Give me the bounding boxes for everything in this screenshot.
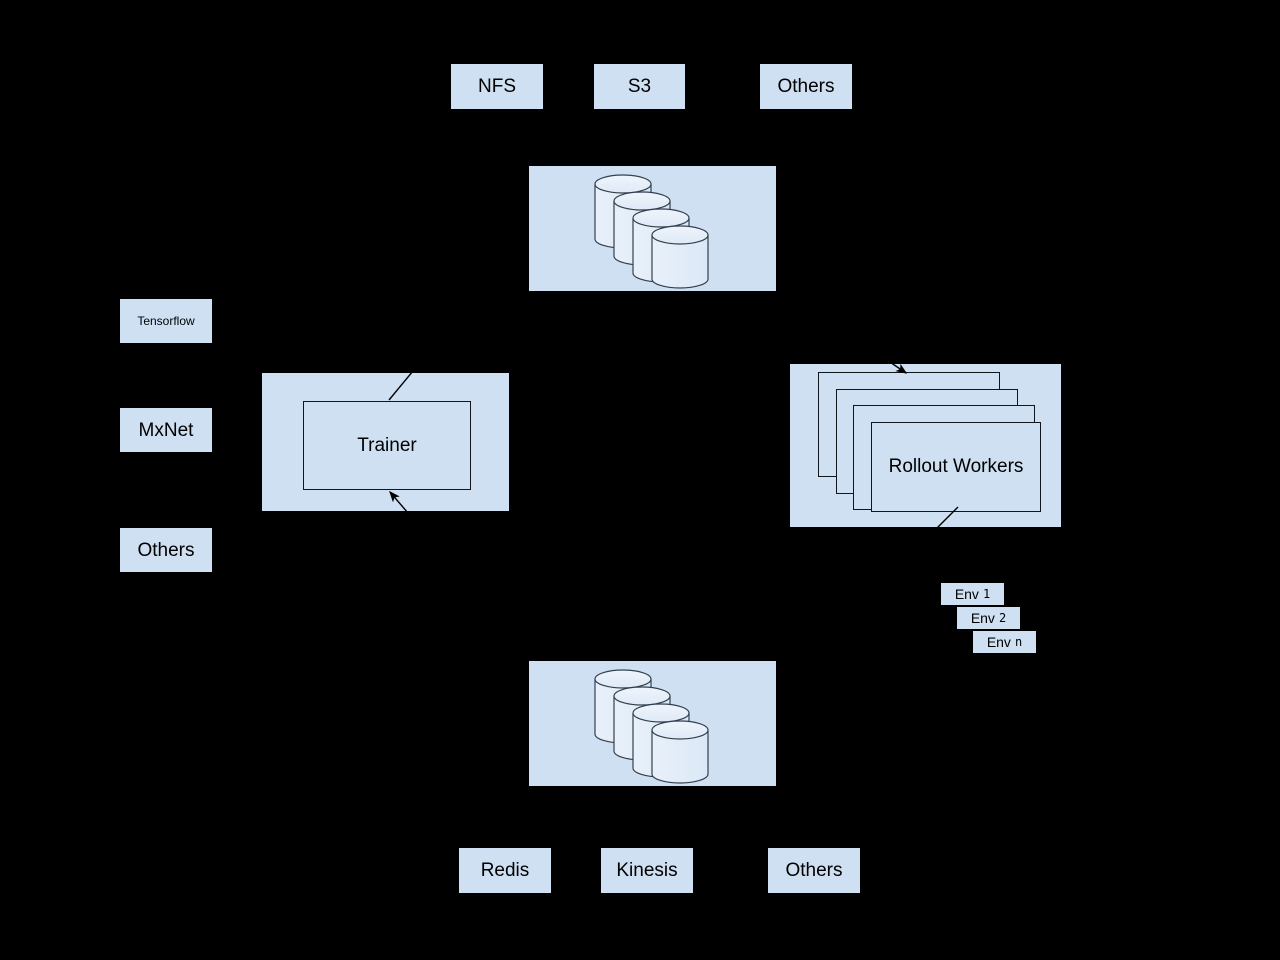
storage-box-nfs[interactable]: NFS (451, 64, 543, 109)
env-chip-1-index: 1 (982, 587, 991, 601)
replay-buffer-panel (529, 661, 776, 786)
trainer-label: Trainer (357, 434, 417, 456)
rollout-workers-label: Rollout Workers (888, 456, 1024, 477)
stream-box-others-label: Others (785, 860, 843, 881)
framework-box-others-label: Others (137, 539, 195, 561)
env-chip-n-word: Env (986, 634, 1011, 650)
storage-box-others[interactable]: Others (760, 64, 852, 109)
storage-box-others-label: Others (777, 76, 835, 97)
rollout-workers-box[interactable]: Rollout Workers (871, 422, 1041, 512)
framework-box-mxnet[interactable]: MxNet (120, 408, 212, 452)
env-chip-2-word: Env (970, 610, 995, 626)
stream-box-kinesis[interactable]: Kinesis (601, 848, 693, 893)
stream-box-kinesis-label: Kinesis (616, 860, 678, 881)
framework-box-mxnet-label: MxNet (138, 419, 194, 441)
stream-box-others[interactable]: Others (768, 848, 860, 893)
env-chip-n[interactable]: Env n (973, 631, 1036, 653)
trainer-box[interactable]: Trainer (303, 401, 471, 490)
framework-box-tensorflow[interactable]: Tensorflow (120, 299, 212, 343)
framework-box-tensorflow-label: Tensorflow (137, 314, 195, 328)
replay-buffer-cylinder-stack (594, 669, 709, 784)
env-chip-2-index: 2 (998, 611, 1007, 625)
storage-box-s3-label: S3 (627, 76, 652, 97)
env-chip-1-word: Env (954, 586, 979, 602)
storage-box-nfs-label: NFS (478, 76, 516, 97)
model-store-cylinder-stack (594, 174, 709, 289)
env-chip-1[interactable]: Env 1 (941, 583, 1004, 605)
env-chip-n-index: n (1014, 635, 1023, 649)
env-chip-2[interactable]: Env 2 (957, 607, 1020, 629)
framework-box-others[interactable]: Others (120, 528, 212, 572)
stream-box-redis[interactable]: Redis (459, 848, 551, 893)
stream-box-redis-label: Redis (480, 860, 530, 881)
storage-box-s3[interactable]: S3 (594, 64, 685, 109)
model-store-panel (529, 166, 776, 291)
